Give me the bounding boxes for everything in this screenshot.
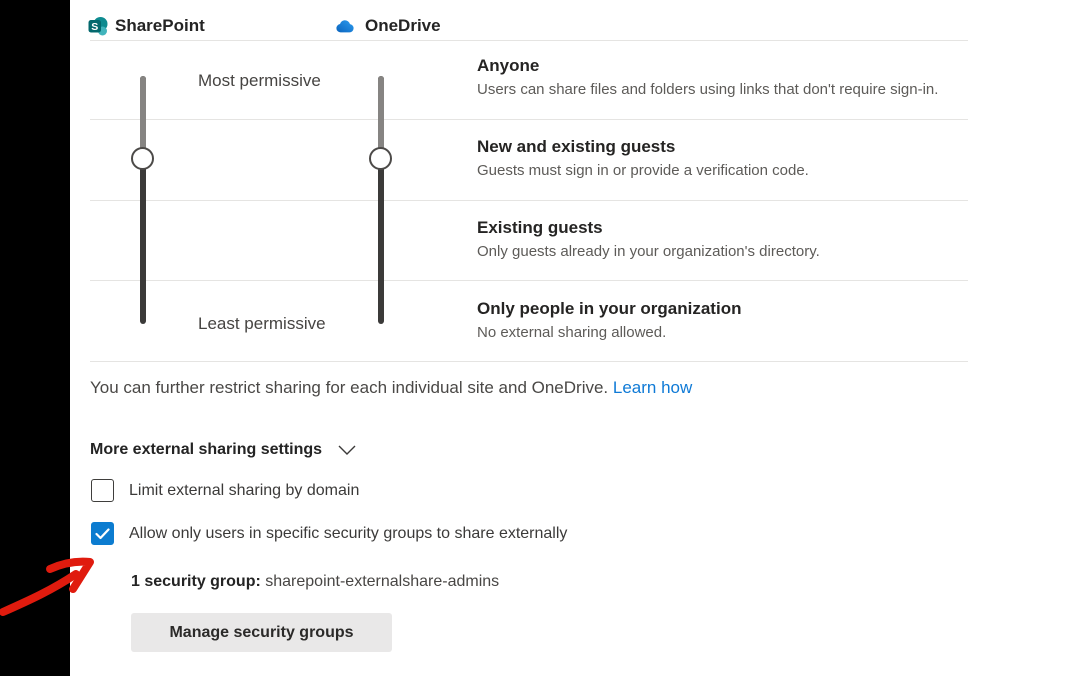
learn-how-link[interactable]: Learn how (612, 378, 693, 397)
limit-sharing-by-domain-checkbox[interactable] (91, 479, 114, 502)
option-desc-only-org: No external sharing allowed. (477, 324, 667, 341)
most-permissive-label: Most permissive (198, 71, 321, 90)
limit-sharing-by-domain-label: Limit external sharing by domain (129, 481, 360, 499)
option-desc-existing-guests: Only guests already in your organization… (477, 243, 820, 260)
svg-text:S: S (91, 21, 98, 33)
red-arrow-annotation (0, 557, 94, 616)
header-divider (90, 40, 968, 41)
allow-security-groups-checkbox[interactable] (91, 522, 114, 545)
option-desc-anyone: Users can share files and folders using … (477, 81, 939, 98)
chevron-down-icon (338, 445, 356, 455)
limit-sharing-by-domain-row[interactable]: Limit external sharing by domain (91, 479, 359, 502)
onedrive-slider-handle[interactable] (369, 147, 392, 170)
onedrive-column-header: OneDrive (336, 16, 441, 36)
least-permissive-label: Least permissive (198, 314, 326, 333)
more-external-sharing-settings-toggle[interactable]: More external sharing settings (90, 441, 356, 459)
onedrive-cloud-icon (336, 19, 358, 34)
security-group-summary: 1 security group: sharepoint-externalsha… (131, 573, 499, 591)
restrict-sharing-text: You can further restrict sharing for eac… (90, 378, 613, 397)
row-divider (90, 119, 968, 120)
security-group-name: sharepoint-externalshare-admins (260, 573, 500, 590)
security-group-count-label: 1 security group: (131, 573, 261, 590)
restrict-sharing-note: You can further restrict sharing for eac… (90, 378, 692, 398)
onedrive-slider-track-upper (378, 76, 384, 160)
option-title-existing-guests: Existing guests (477, 218, 603, 237)
row-divider (90, 200, 968, 201)
manage-security-groups-button[interactable]: Manage security groups (131, 613, 392, 652)
option-title-new-existing-guests: New and existing guests (477, 137, 676, 156)
sharepoint-logo-icon: S (88, 16, 108, 36)
option-title-anyone: Anyone (477, 56, 540, 75)
option-desc-new-existing-guests: Guests must sign in or provide a verific… (477, 162, 809, 179)
checkmark-icon (95, 527, 110, 540)
sharepoint-slider-track-upper (140, 76, 146, 160)
sharepoint-column-label: SharePoint (115, 16, 205, 35)
sharepoint-slider-track[interactable] (140, 76, 146, 324)
onedrive-slider-track[interactable] (378, 76, 384, 324)
option-title-only-org: Only people in your organization (477, 299, 742, 318)
more-settings-label: More external sharing settings (90, 441, 323, 458)
row-divider (90, 361, 968, 362)
sharepoint-slider-handle[interactable] (131, 147, 154, 170)
allow-security-groups-label: Allow only users in specific security gr… (129, 524, 568, 542)
allow-security-groups-row[interactable]: Allow only users in specific security gr… (91, 522, 567, 545)
onedrive-column-label: OneDrive (365, 16, 441, 35)
row-divider (90, 280, 968, 281)
sharepoint-column-header: S SharePoint (88, 16, 205, 36)
